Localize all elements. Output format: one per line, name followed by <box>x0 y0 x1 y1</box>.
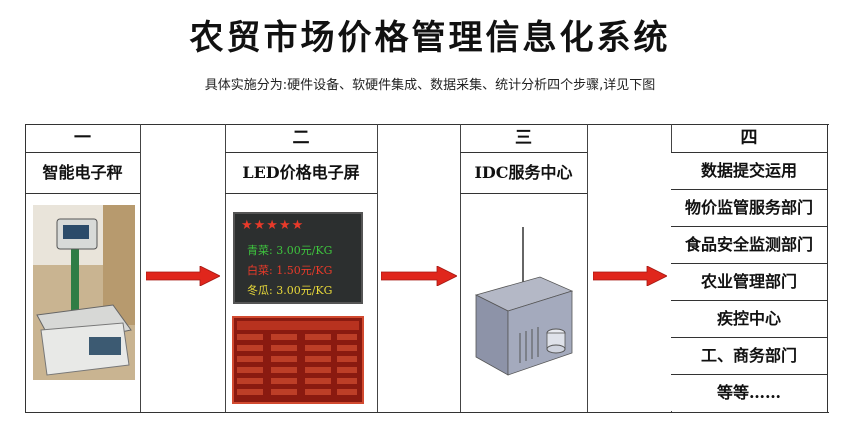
electronic-scale-image <box>33 205 135 380</box>
led-price-board <box>232 316 364 404</box>
department-item: 疾控中心 <box>671 301 827 338</box>
divider-5 <box>587 124 588 412</box>
led-board-cell <box>305 334 331 340</box>
led-line-3-name: 冬瓜: <box>247 284 273 297</box>
department-item: 工、商务部门 <box>671 338 827 375</box>
led-price-screen: ★★★★★ 青菜: 3.00元/KG 白菜: 1.50元/KG 冬瓜: 3.00… <box>233 212 363 304</box>
led-board-grid <box>237 334 359 399</box>
led-line-3: 冬瓜: 3.00元/KG <box>247 282 332 298</box>
led-board-cell <box>237 389 263 395</box>
department-item: 物价监管服务部门 <box>671 190 827 227</box>
arrow-right-2 <box>381 266 457 286</box>
led-board-cell <box>337 356 357 362</box>
column-1-label: 智能电子秤 <box>25 153 140 194</box>
page-title: 农贸市场价格管理信息化系统 <box>189 18 671 58</box>
diagram-frame <box>25 124 829 413</box>
led-board-cell <box>337 389 357 395</box>
led-board-header <box>237 321 359 330</box>
led-board-cell <box>337 367 357 373</box>
led-line-2-name: 白菜: <box>247 264 273 277</box>
column-4-header: 四 <box>671 124 827 153</box>
column-2-header: 二 <box>225 124 377 153</box>
led-line-2: 白菜: 1.50元/KG <box>247 262 332 278</box>
led-board-cell <box>337 378 357 384</box>
led-board-cell <box>271 356 297 362</box>
department-item: 等等…… <box>671 375 827 411</box>
led-board-cell <box>305 345 331 351</box>
led-board-cell <box>305 378 331 384</box>
led-board-cell <box>271 367 297 373</box>
led-board-cell <box>237 334 263 340</box>
column-3-header: 三 <box>460 124 587 153</box>
column-3-label: IDC服务中心 <box>460 153 587 194</box>
arrow-right-3 <box>593 266 667 286</box>
led-line-3-price: 3.00元/KG <box>276 284 333 297</box>
led-board-cell <box>305 389 331 395</box>
led-board-cell <box>237 367 263 373</box>
department-item: 食品安全监测部门 <box>671 227 827 264</box>
led-line-2-price: 1.50元/KG <box>276 264 333 277</box>
led-line-1-price: 3.00元/KG <box>276 244 333 257</box>
led-board-cell <box>337 345 357 351</box>
column-departments: 四 数据提交运用 物价监管服务部门 食品安全监测部门 农业管理部门 疾控中心 工… <box>671 124 828 412</box>
led-stars: ★★★★★ <box>241 218 305 233</box>
divider-2 <box>225 124 226 412</box>
department-item: 数据提交运用 <box>671 153 827 190</box>
column-2-label: LED价格电子屏 <box>225 153 377 194</box>
led-line-1: 青菜: 3.00元/KG <box>247 242 332 258</box>
divider-4 <box>460 124 461 412</box>
column-1-header: 一 <box>25 124 140 153</box>
arrow-right-1 <box>146 266 220 286</box>
led-board-cell <box>271 389 297 395</box>
led-board-cell <box>305 356 331 362</box>
led-board-cell <box>237 345 263 351</box>
server-icon <box>474 227 574 376</box>
department-item: 农业管理部门 <box>671 264 827 301</box>
led-board-cell <box>271 334 297 340</box>
led-board-cell <box>337 334 357 340</box>
led-board-cell <box>271 345 297 351</box>
led-board-cell <box>237 356 263 362</box>
divider-3 <box>377 124 378 412</box>
led-board-cell <box>271 378 297 384</box>
led-board-cell <box>237 378 263 384</box>
divider-1 <box>140 124 141 412</box>
led-line-1-name: 青菜: <box>247 244 273 257</box>
page-subtitle: 具体实施分为:硬件设备、软硬件集成、数据采集、统计分析四个步骤,详见下图 <box>204 78 656 93</box>
led-board-cell <box>305 367 331 373</box>
